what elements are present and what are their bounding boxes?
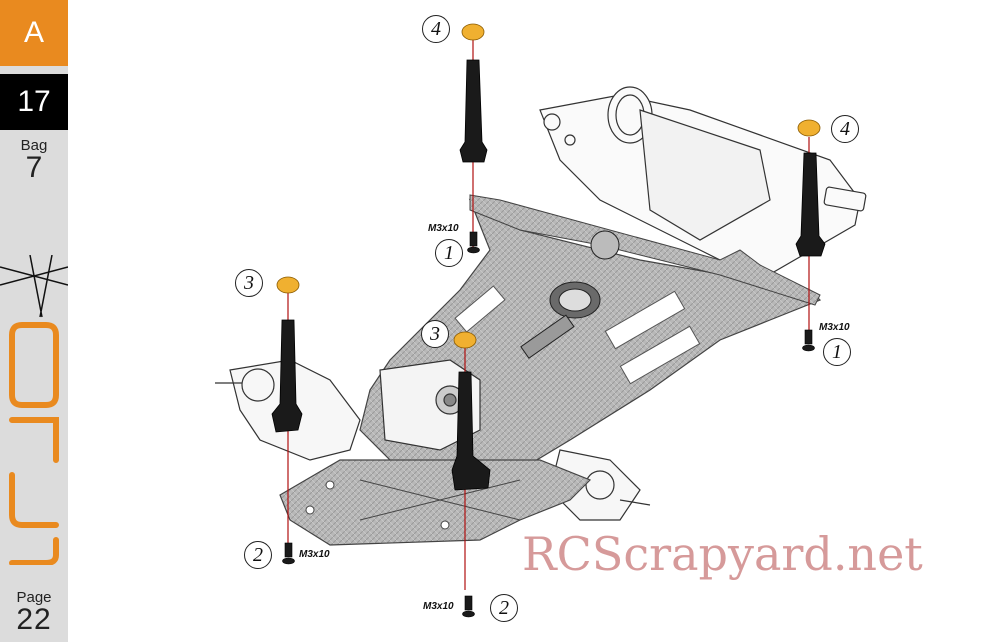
callout-3-left: 3 bbox=[235, 269, 263, 297]
post-4b bbox=[795, 152, 826, 257]
sidebar: A 17 Bag 7 Page 22 bbox=[0, 0, 68, 642]
standoff-posts bbox=[271, 59, 826, 491]
nut-4a bbox=[461, 23, 485, 41]
callout-1-top: 1 bbox=[435, 239, 463, 267]
screw-1b bbox=[802, 329, 815, 352]
callout-2-bottom: 2 bbox=[490, 594, 518, 622]
brand-logo bbox=[0, 255, 68, 565]
center-drive bbox=[520, 230, 620, 359]
step-number: 17 bbox=[0, 74, 68, 130]
post-4a bbox=[459, 59, 488, 163]
screw-2a bbox=[282, 542, 295, 565]
top-deck bbox=[469, 194, 821, 306]
watermark-text: RCScrapyard.net bbox=[522, 527, 923, 581]
callout-4-right: 4 bbox=[831, 115, 859, 143]
screw-label-2-left: M3x10 bbox=[299, 549, 330, 560]
callout-2-left: 2 bbox=[244, 541, 272, 569]
screw-label-2-bottom: M3x10 bbox=[423, 601, 454, 612]
screws bbox=[282, 231, 815, 618]
servo bbox=[379, 359, 481, 451]
post-3b bbox=[451, 371, 491, 491]
bag-number: 7 bbox=[25, 151, 43, 184]
nut-3a bbox=[276, 276, 300, 294]
callout-3-center: 3 bbox=[421, 320, 449, 348]
nut-3b bbox=[453, 331, 477, 349]
nut-4b bbox=[797, 119, 821, 137]
screw-label-1-right: M3x10 bbox=[819, 322, 850, 333]
page-label: Page bbox=[16, 589, 52, 606]
section-letter: A bbox=[0, 0, 68, 66]
rear-pod-assembly bbox=[539, 86, 867, 281]
post-3a bbox=[271, 319, 303, 433]
screw-label-1-top: M3x10 bbox=[428, 223, 459, 234]
bag-label: Bag bbox=[20, 137, 48, 154]
screw-1a bbox=[467, 231, 480, 254]
callout-1-right: 1 bbox=[823, 338, 851, 366]
flange-nuts bbox=[276, 23, 821, 349]
page-number: 22 bbox=[16, 603, 52, 636]
front-lower-plate bbox=[279, 459, 592, 546]
screw-2b bbox=[462, 595, 475, 618]
chassis-assembly-diagram bbox=[215, 23, 867, 618]
callout-4-top: 4 bbox=[422, 15, 450, 43]
